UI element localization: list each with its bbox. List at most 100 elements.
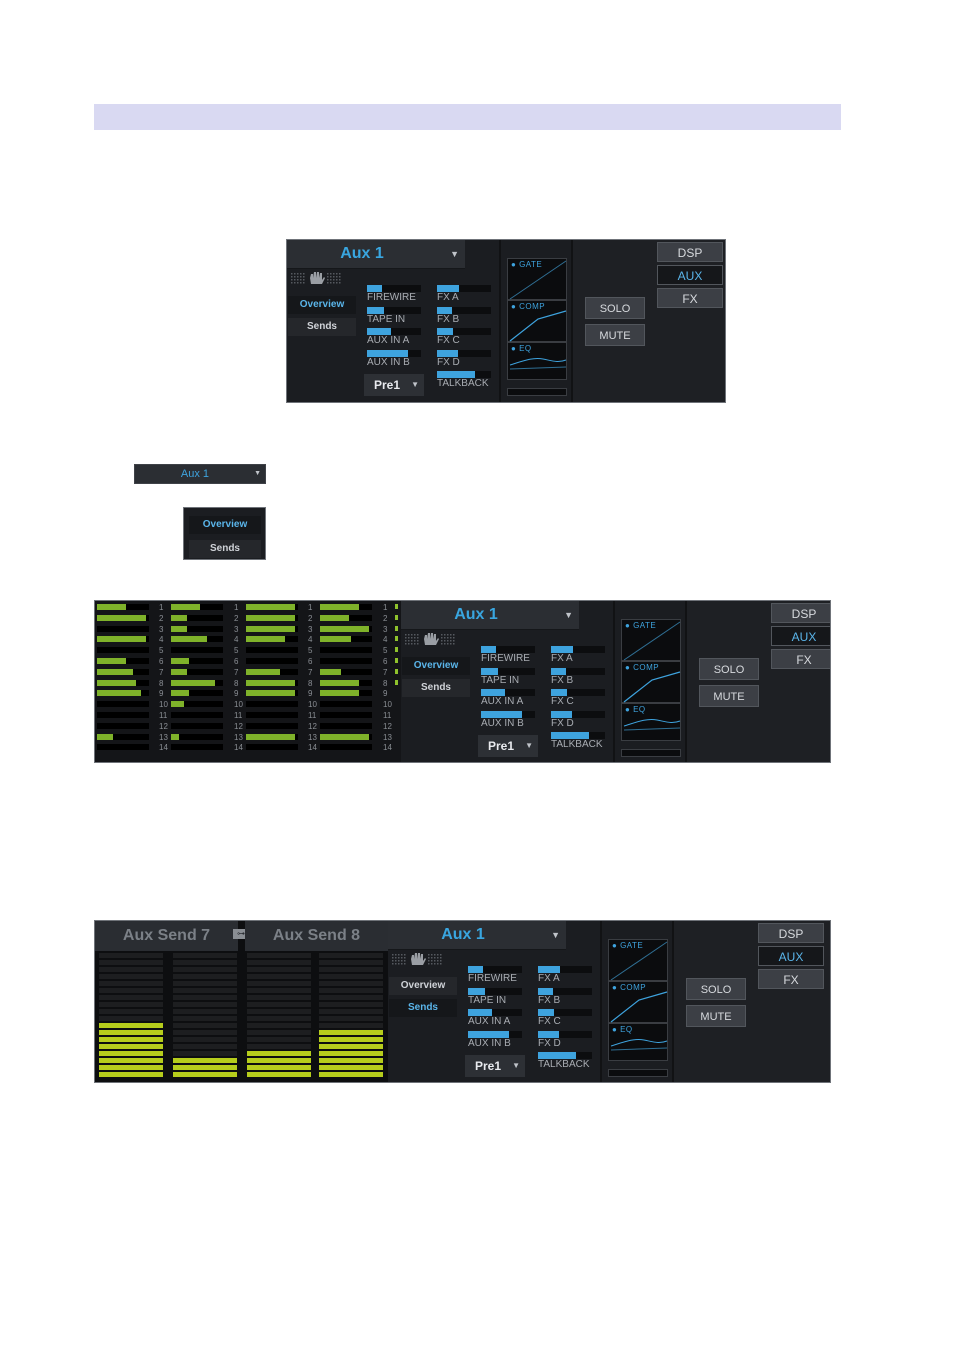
dyn-gate-thumbnail[interactable]: ● GATE (621, 619, 681, 661)
solo-button[interactable]: SOLO (686, 978, 746, 1000)
tab-fx[interactable]: FX (758, 969, 824, 989)
meter-fill (171, 733, 179, 740)
channel-number: 14 (308, 743, 317, 753)
aux-select[interactable]: Aux 1 ▼ (287, 240, 465, 269)
dyn-gate-thumbnail[interactable]: ● GATE (507, 258, 567, 300)
dyn-label: ● EQ (625, 705, 646, 714)
tab-dsp[interactable]: DSP (657, 242, 723, 262)
dyn-comp-thumbnail[interactable]: ● COMP (507, 300, 567, 342)
sends-button[interactable]: Sends (402, 679, 470, 697)
meter-segment (246, 712, 298, 718)
tab-dsp[interactable]: DSP (758, 923, 824, 943)
send-meter-bar (319, 1065, 383, 1070)
send-fill (468, 1009, 493, 1016)
dyn-name: GATE (633, 621, 657, 630)
send-meter-bar (319, 1016, 383, 1021)
mute-button[interactable]: MUTE (585, 324, 645, 346)
meter-segment (171, 679, 223, 686)
send-name: FX B (538, 994, 561, 1006)
meter-segment (320, 625, 372, 632)
dyn-name: EQ (620, 1025, 633, 1034)
send-meter-bar (247, 1002, 311, 1007)
overview-button[interactable]: Overview (189, 516, 261, 534)
meter-segment (171, 744, 223, 751)
dyn-comp-thumbnail[interactable]: ● COMP (608, 981, 668, 1023)
overview-button[interactable]: Overview (288, 296, 356, 314)
dyn-gate-thumbnail[interactable]: ● GATE (608, 939, 668, 981)
send-fill (481, 667, 499, 675)
dyn-comp-thumbnail[interactable]: ● COMP (621, 661, 681, 703)
meter-segment (171, 647, 223, 654)
meter-fill (320, 614, 349, 621)
meter-fill (246, 614, 296, 621)
aux-send-7-title: Aux Send 7 (95, 921, 238, 951)
meter-fill (97, 636, 147, 643)
channel-number: 14 (159, 743, 168, 753)
send-fill (437, 306, 453, 314)
send-track (481, 667, 535, 675)
channel-number: 12 (234, 721, 243, 731)
hand-tool-icon[interactable] (289, 270, 345, 286)
send-meter-bar (173, 1044, 237, 1049)
strip-divider (672, 921, 674, 1082)
send-name: AUX IN B (481, 717, 524, 729)
meter-segment (320, 690, 372, 697)
tab-fx[interactable]: FX (657, 288, 723, 308)
send-meter-bar (319, 1044, 383, 1049)
channel-number: 12 (308, 721, 317, 731)
meter-fill (171, 625, 187, 632)
dyn-label: ● GATE (612, 941, 644, 950)
solo-button[interactable]: SOLO (585, 297, 645, 319)
send-name: FX A (437, 292, 459, 303)
meter-fill (171, 614, 187, 621)
send-name: AUX IN B (468, 1037, 511, 1049)
tab-aux[interactable]: AUX (657, 265, 723, 285)
signal-led (395, 604, 398, 609)
send-name: AUX IN A (367, 335, 410, 346)
overview-button[interactable]: Overview (389, 977, 457, 995)
meter-segment (97, 712, 149, 718)
aux-select[interactable]: Aux 1 ▼ (401, 601, 579, 630)
aux-selector[interactable]: Aux 1 ▼ (134, 464, 266, 484)
tab-dsp[interactable]: DSP (771, 603, 830, 623)
dyn-eq-thumbnail[interactable]: ● EQ (621, 703, 681, 741)
meter-segment (246, 701, 298, 708)
tab-fx[interactable]: FX (771, 649, 830, 669)
pre-post-select[interactable]: Pre1 ▼ (364, 374, 424, 396)
dyn-eq-thumbnail[interactable]: ● EQ (608, 1023, 668, 1061)
aux-select[interactable]: Aux 1 ▼ (388, 921, 566, 950)
channel-number: 14 (383, 743, 392, 753)
hand-tool-icon[interactable] (390, 951, 446, 967)
channel-number: 3 (234, 624, 239, 634)
pre-post-select[interactable]: Pre1 ▼ (478, 735, 538, 757)
sends-button[interactable]: Sends (389, 999, 457, 1017)
mute-button[interactable]: MUTE (699, 685, 759, 707)
meter-fill (97, 604, 126, 610)
meter-fill (97, 658, 126, 664)
meter-fill (320, 636, 352, 643)
sends-button[interactable]: Sends (288, 318, 356, 336)
overview-button[interactable]: Overview (402, 657, 470, 675)
pre-post-select[interactable]: Pre1 ▼ (465, 1055, 525, 1077)
tab-aux[interactable]: AUX (758, 946, 824, 966)
send-meter-bar (173, 1037, 237, 1042)
channel-number: 12 (383, 721, 392, 731)
sends-button[interactable]: Sends (189, 540, 261, 558)
send-meter-bar (319, 1072, 383, 1077)
channel-number: 3 (159, 624, 164, 634)
meter-fill (320, 604, 359, 610)
link-icon[interactable]: ⊶ (233, 929, 249, 939)
solo-button[interactable]: SOLO (699, 658, 759, 680)
tab-aux[interactable]: AUX (771, 626, 830, 646)
meter-segment (97, 625, 149, 632)
dyn-curve (623, 621, 681, 661)
dyn-eq-thumbnail[interactable]: ● EQ (507, 342, 567, 380)
meter-segment (246, 722, 298, 729)
mute-button[interactable]: MUTE (686, 1005, 746, 1027)
send-track (551, 689, 605, 696)
send-track (538, 1052, 592, 1059)
signal-led (395, 679, 398, 685)
hand-tool-icon[interactable] (403, 631, 459, 647)
dyn-name: COMP (620, 983, 647, 992)
